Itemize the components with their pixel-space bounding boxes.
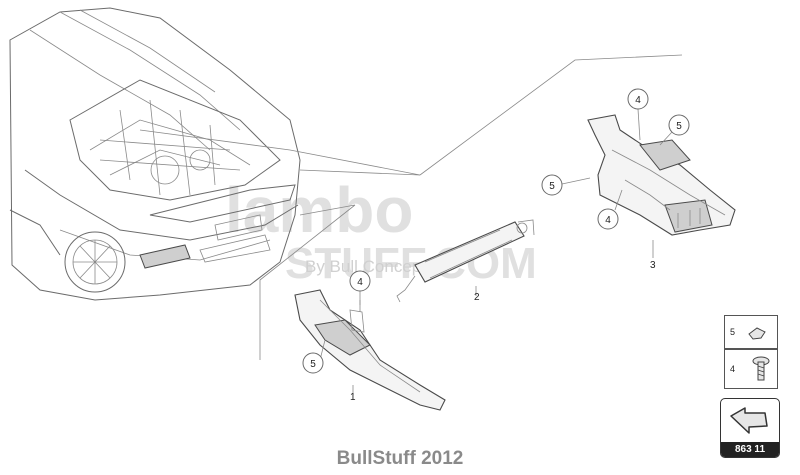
car-rear-view xyxy=(9,7,301,301)
screw-icon xyxy=(752,356,770,381)
footer-caption: BullStuff 2012 xyxy=(336,448,464,469)
catalog-number: 863 11 xyxy=(721,442,779,457)
part-3-bracket: 3 xyxy=(587,114,736,271)
callout-circle xyxy=(597,208,619,230)
arrow-icon xyxy=(730,407,768,434)
callout-label: 4 xyxy=(357,277,363,288)
callout-label: 5 xyxy=(676,121,682,132)
catalog-reference: 863 11 xyxy=(720,398,780,458)
callouts: 4 5 5 4 4 5 xyxy=(302,88,690,374)
callout-circle xyxy=(302,352,324,374)
legend-label: 4 xyxy=(730,364,736,374)
clip-icon xyxy=(748,327,766,340)
part-number-3: 3 xyxy=(650,260,656,271)
part-number-1: 1 xyxy=(350,392,356,403)
callout-circle xyxy=(349,270,371,292)
leader-lines xyxy=(139,54,683,360)
callout-label: 5 xyxy=(549,181,555,192)
legend-item-clip: 5 xyxy=(724,315,778,349)
legend-label: 5 xyxy=(730,327,736,337)
callout-circle xyxy=(668,114,690,136)
callout-label: 4 xyxy=(635,95,641,106)
callout-label: 4 xyxy=(605,215,611,226)
legend-item-screw: 4 xyxy=(724,349,778,389)
part-1-bracket: 1 xyxy=(294,289,446,411)
part-2-strut: 2 xyxy=(396,219,535,303)
callout-circle xyxy=(627,88,649,110)
watermark-line1: lambo xyxy=(225,174,413,246)
watermark-line3: By Bull Concepts xyxy=(305,257,434,276)
callout-label: 5 xyxy=(310,359,316,370)
part-number-2: 2 xyxy=(474,292,480,303)
callout-circle xyxy=(541,174,563,196)
